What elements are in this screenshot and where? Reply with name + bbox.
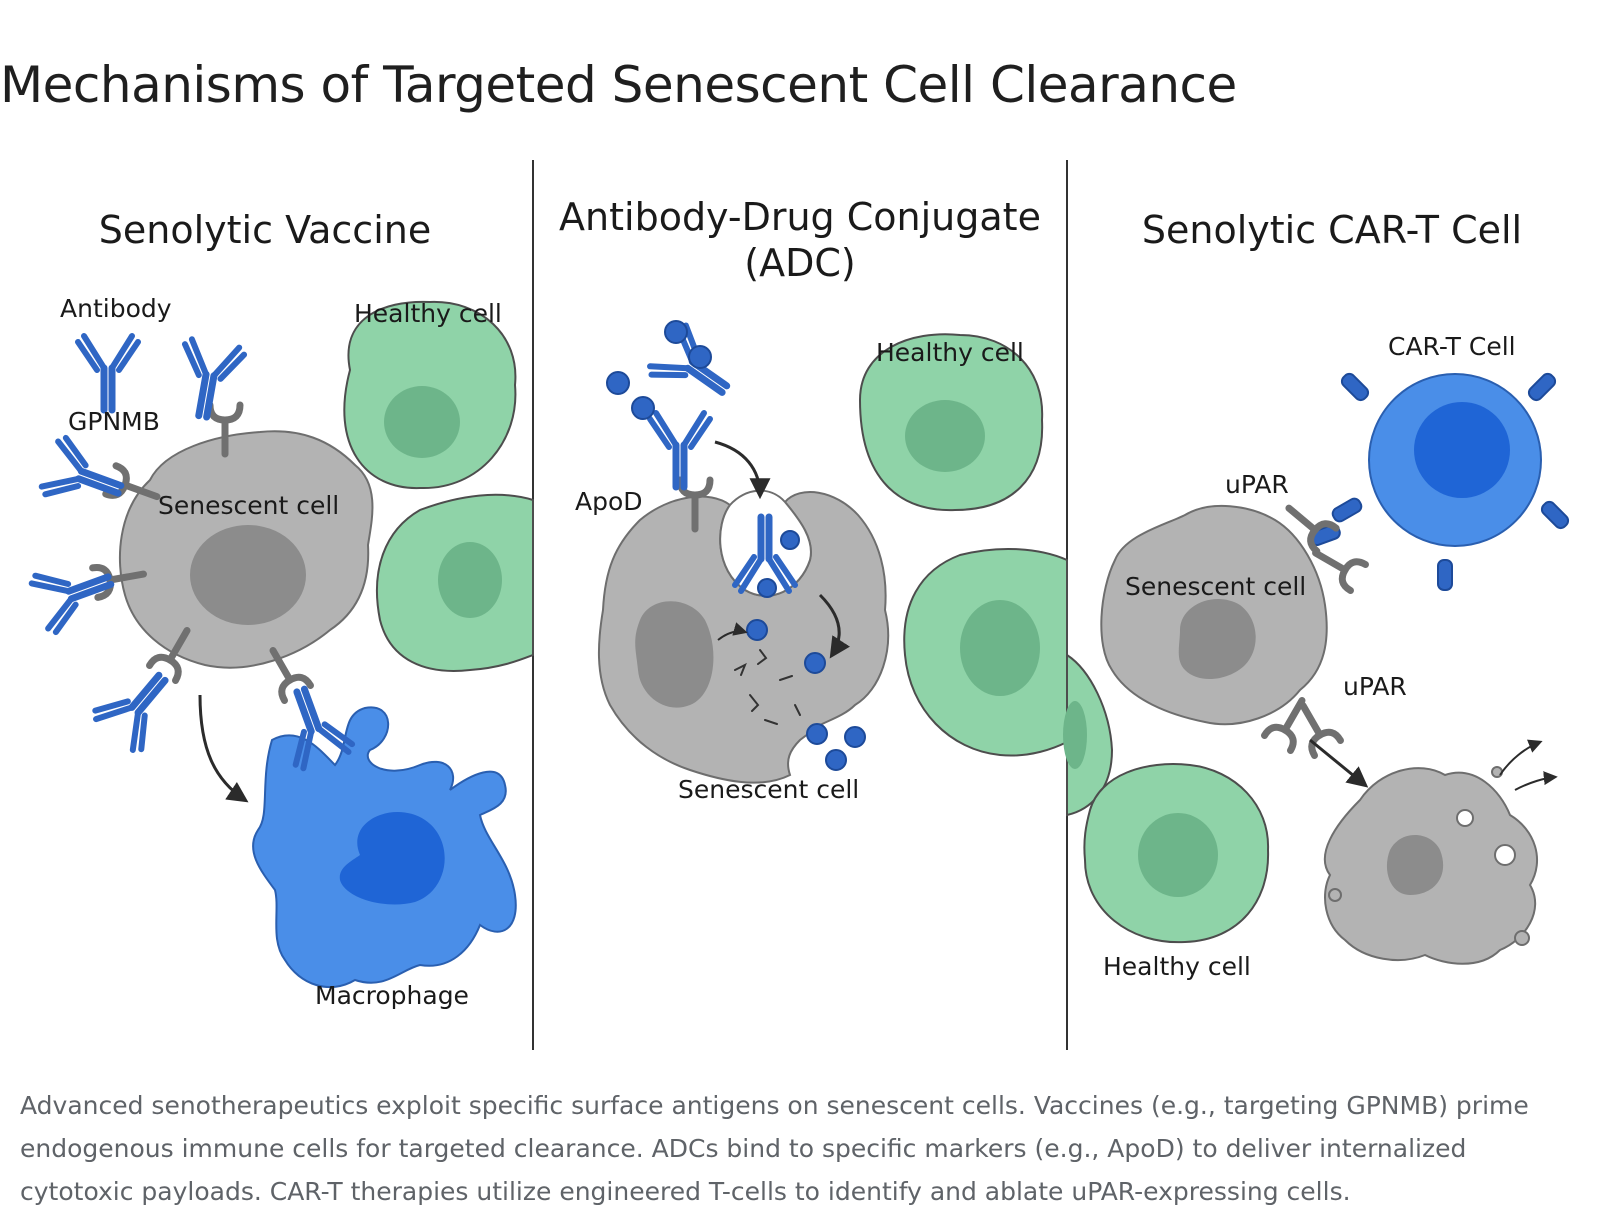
vaccine-label-healthy: Healthy cell <box>354 299 502 328</box>
vaccine-macrophage <box>252 706 517 989</box>
page-title: Mechanisms of Targeted Senescent Cell Cl… <box>0 56 1237 114</box>
adc-healthy-cell-top <box>858 333 1044 512</box>
car-t-lysis-fragment <box>1328 888 1342 902</box>
panel-vaccine: Senolytic Vaccine <box>30 208 534 1010</box>
vaccine-label-macrophage: Macrophage <box>315 981 469 1010</box>
adc-payload-internalized <box>780 530 800 550</box>
car-t-lysis-hole <box>1456 809 1474 827</box>
vaccine-senescent-nucleus <box>190 525 306 625</box>
adc-released-payload <box>804 652 826 674</box>
adc-panel-title-line1: Antibody-Drug Conjugate <box>559 195 1041 239</box>
adc-released-payload <box>746 619 768 641</box>
car-t-lysed-nucleus <box>1386 835 1444 895</box>
car-t-healthy-nucleus-left <box>1063 701 1087 769</box>
adc-arrow-release <box>818 593 850 659</box>
panel-adc: Antibody-Drug Conjugate (ADC) <box>559 195 1068 804</box>
vaccine-label-senescent: Senescent cell <box>158 491 339 520</box>
vaccine-label-antibody: Antibody <box>60 294 172 323</box>
vaccine-antibody-bound-top <box>173 338 245 421</box>
car-t-healthy-cell-left <box>1063 653 1114 817</box>
vaccine-healthy-nucleus-bottom <box>438 542 502 618</box>
adc-payload <box>631 396 655 420</box>
mechanism-diagram: Senolytic Vaccine <box>0 160 1570 1050</box>
adc-label-healthy: Healthy cell <box>876 338 1024 367</box>
vaccine-antibody-bound-bottom-left <box>91 659 185 754</box>
vaccine-free-antibody <box>78 336 138 410</box>
car-t-arrow-attack <box>1309 738 1369 788</box>
car-receptor <box>1331 497 1363 523</box>
adc-senescent-cell <box>597 489 890 784</box>
car-receptor <box>1540 500 1570 530</box>
car-t-label-senescent: Senescent cell <box>1125 572 1306 601</box>
adc-healthy-cell-bottom <box>903 548 1068 757</box>
vaccine-label-gpnmb: GPNMB <box>68 407 160 436</box>
vaccine-healthy-cell-bottom <box>376 493 534 672</box>
vaccine-senescent-cell <box>118 430 374 669</box>
car-t-label-cell: CAR-T Cell <box>1388 332 1516 361</box>
adc-released-payload <box>844 726 866 748</box>
car-t-arrow-debris-1 <box>1499 739 1543 776</box>
vaccine-healthy-nucleus-top <box>384 386 460 458</box>
car-t-healthy-nucleus-bottom <box>1138 813 1218 897</box>
car-t-cell <box>1368 373 1542 547</box>
vaccine-macrophage-nucleus <box>339 812 445 905</box>
vaccine-arrow <box>198 694 249 803</box>
adc-payload <box>688 345 712 369</box>
car-t-panel-title: Senolytic CAR-T Cell <box>1142 208 1522 252</box>
car-receptor <box>1340 372 1370 402</box>
vaccine-panel-title: Senolytic Vaccine <box>99 208 431 252</box>
car-t-label-upar-top: uPAR <box>1225 470 1289 499</box>
car-t-lysis-fragment <box>1514 930 1530 946</box>
car-t-lysis-fragment <box>1491 766 1503 778</box>
car-t-arrow-debris-2 <box>1514 771 1558 791</box>
adc-payload-internalized <box>757 578 777 598</box>
car-t-label-upar-bottom: uPAR <box>1343 672 1407 701</box>
adc-healthy-nucleus-bottom <box>960 600 1040 696</box>
car-t-senescent-nucleus <box>1178 599 1256 680</box>
adc-antibody-free <box>647 322 742 414</box>
car-t-nucleus <box>1414 402 1510 498</box>
car-t-senescent-cell <box>1100 504 1328 726</box>
adc-payload <box>606 371 630 395</box>
car-t-lysis-hole <box>1494 844 1516 866</box>
adc-label-apod: ApoD <box>575 487 643 516</box>
adc-cell-damage-marks <box>734 649 801 725</box>
figure-caption: Advanced senotherapeutics exploit specif… <box>20 1091 1529 1206</box>
car-receptor <box>1527 372 1557 402</box>
adc-released-payload <box>825 749 847 771</box>
adc-panel-title-line2: (ADC) <box>744 241 855 285</box>
adc-label-senescent: Senescent cell <box>678 775 859 804</box>
panel-car-t: Senolytic CAR-T Cell <box>1063 208 1570 981</box>
adc-payload <box>664 320 688 344</box>
car-receptor <box>1437 559 1453 591</box>
adc-senescent-nucleus <box>635 601 714 708</box>
adc-arrow-payload <box>717 622 748 641</box>
adc-arrow-internalize <box>714 440 771 500</box>
car-t-healthy-cell-bottom <box>1083 763 1270 944</box>
car-t-lysed-cell <box>1323 766 1539 965</box>
adc-healthy-nucleus-top <box>905 400 985 472</box>
car-t-label-healthy: Healthy cell <box>1103 952 1251 981</box>
adc-released-payload <box>806 723 828 745</box>
vaccine-healthy-cell-top <box>343 300 517 490</box>
vaccine-antibody-bound-left-top <box>40 436 130 518</box>
adc-antibody-bound <box>650 413 710 487</box>
